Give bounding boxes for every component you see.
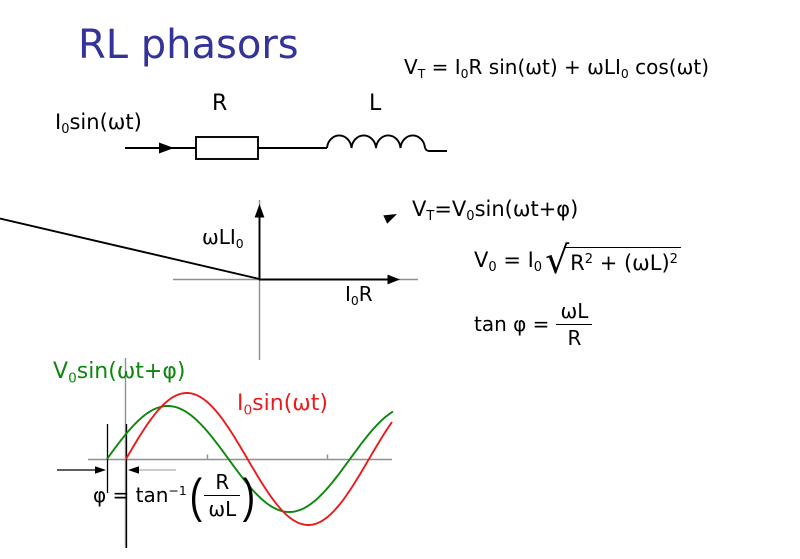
voltage-curve-label: V0sin(ωt+φ): [53, 359, 186, 387]
label-subscript: 0: [243, 402, 253, 419]
fraction-denominator: R: [567, 326, 582, 351]
phasor-x-axis-label: I0R: [345, 282, 373, 308]
phase-arrow-right-head-icon: [128, 466, 139, 474]
label-segment: ωLI: [202, 225, 236, 249]
fraction: ωL R: [556, 299, 593, 351]
right-paren: ): [242, 468, 256, 522]
eq-lhs: V0 = I0: [474, 248, 543, 276]
current-curve-label: I0sin(ωt): [237, 391, 328, 419]
fraction-numerator: R: [204, 470, 241, 497]
current-arrowhead-icon: [159, 142, 174, 154]
inductor-label: L: [369, 91, 382, 116]
current-source-label: I0sin(ωt): [55, 110, 142, 138]
label-segment: V: [53, 359, 69, 384]
inductor-symbol: [326, 134, 426, 149]
label-segment: I: [237, 391, 244, 416]
radicand: R2 + (ωL)2: [565, 246, 681, 276]
eq-segment: cos(ωt): [628, 55, 710, 79]
label-subscript: 0: [350, 292, 359, 308]
fraction-numerator: ωL: [556, 299, 593, 326]
phasor-resultant-label: VT=V0sin(ωt+φ): [412, 197, 579, 225]
eq-segment: = I: [425, 55, 461, 79]
label-subscript: 0: [466, 209, 475, 225]
eq-tan-phi: tan φ = ωL R: [474, 299, 593, 351]
radical-sign-icon: √: [545, 238, 570, 282]
eq-segment: R sin(ωt) + ωLI: [468, 55, 621, 79]
reactive-phasor-arrowhead-icon: [254, 204, 265, 218]
resistor-symbol: [195, 136, 259, 160]
phasor-diagram: [0, 200, 418, 360]
eq-subscript: 0: [460, 65, 469, 81]
square-root: √ R2 + (ωL)2: [545, 238, 681, 282]
label-segment: sin(ωt+φ): [474, 197, 579, 221]
phasor-y-axis-label: ωLI0: [202, 225, 244, 251]
fraction: R ωL: [204, 470, 241, 522]
eq-lead: φ = tan−1: [93, 483, 187, 508]
resultant-phasor-arrow: [0, 217, 260, 280]
label-segment: sin(ωt): [252, 391, 328, 416]
circuit-wire-right: [424, 147, 447, 152]
fraction-denominator: ωL: [208, 497, 237, 522]
resistive-phasor-arrowhead-icon: [387, 274, 400, 285]
eq-total-voltage: VT = I0R sin(ωt) + ωLI0 cos(ωt): [404, 55, 710, 81]
label-segment: I: [345, 282, 351, 306]
resultant-phasor-arrowhead-icon: [383, 214, 397, 224]
eq-subscript: 0: [620, 65, 629, 81]
eq-lead: tan φ =: [474, 312, 550, 337]
eq-subscript: T: [417, 65, 426, 81]
label-segment: =V: [434, 197, 467, 221]
label-subscript: T: [426, 209, 435, 225]
resistor-label: R: [212, 91, 228, 116]
circuit-diagram: [125, 134, 447, 160]
label-subscript: 0: [68, 370, 77, 387]
label-subscript: 0: [61, 122, 70, 138]
eq-phi: φ = tan−1 ( R ωL ): [93, 470, 257, 521]
label-subscript: 0: [235, 235, 244, 251]
voltage-sine-curve: [106, 405, 394, 513]
phase-arrow-left-head-icon: [95, 466, 106, 474]
slide-title: RL phasors: [78, 22, 299, 68]
label-segment: I: [55, 110, 62, 134]
waveform-graph: [57, 358, 394, 548]
label-segment: sin(ωt): [69, 110, 142, 134]
label-segment: R: [358, 282, 373, 306]
label-segment: sin(ωt+φ): [76, 359, 186, 384]
eq-v0-amplitude: V0 = I0 √ R2 + (ωL)2: [474, 238, 681, 282]
current-sine-curve: [125, 392, 393, 526]
eq-segment: V: [404, 55, 418, 79]
label-segment: V: [412, 197, 427, 221]
left-paren: (: [189, 468, 202, 522]
